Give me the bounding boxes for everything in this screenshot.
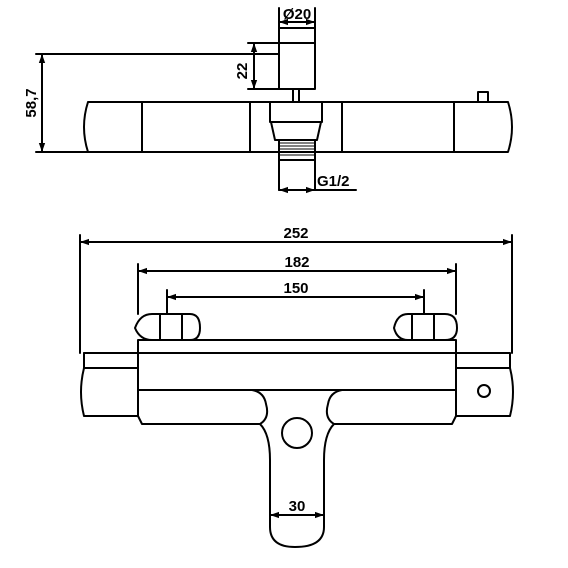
top-view: Ø20 22 58,7 G1/2 [23,6,513,194]
dimension-connection-inner: 150 [166,280,425,315]
front-view-nut-right [393,313,458,341]
dimension-spout-width-label: 30 [289,498,306,515]
dimension-thread: G1/2 [278,173,357,194]
top-view-body [83,101,513,153]
dimension-diameter: Ø20 [278,6,316,29]
dimension-height-upper-label: 22 [234,63,251,80]
dimension-connection-inner-label: 150 [283,280,308,297]
dimension-spout-width: 30 [269,498,325,519]
dimension-height-upper: 22 [234,42,280,90]
dimension-diameter-label: Ø20 [283,6,311,23]
top-view-pin [477,91,489,103]
dimension-height-total: 58,7 [23,53,280,153]
front-view-pin-hole [477,384,491,398]
dimension-total-width-label: 252 [283,225,308,242]
dimension-total-width: 252 [79,225,513,354]
front-view-nut-left [134,313,201,341]
dimension-height-total-label: 58,7 [23,88,40,117]
dimension-thread-label: G1/2 [317,173,350,190]
dimension-connection-outer-label: 182 [284,254,309,271]
top-view-connection [270,121,322,191]
front-view-knob [281,417,313,449]
front-view-spout [137,389,457,548]
front-view: 252 182 150 30 [79,225,514,548]
top-view-spindle [278,27,316,103]
front-view-body [80,339,514,417]
dimension-connection-outer: 182 [137,254,457,315]
